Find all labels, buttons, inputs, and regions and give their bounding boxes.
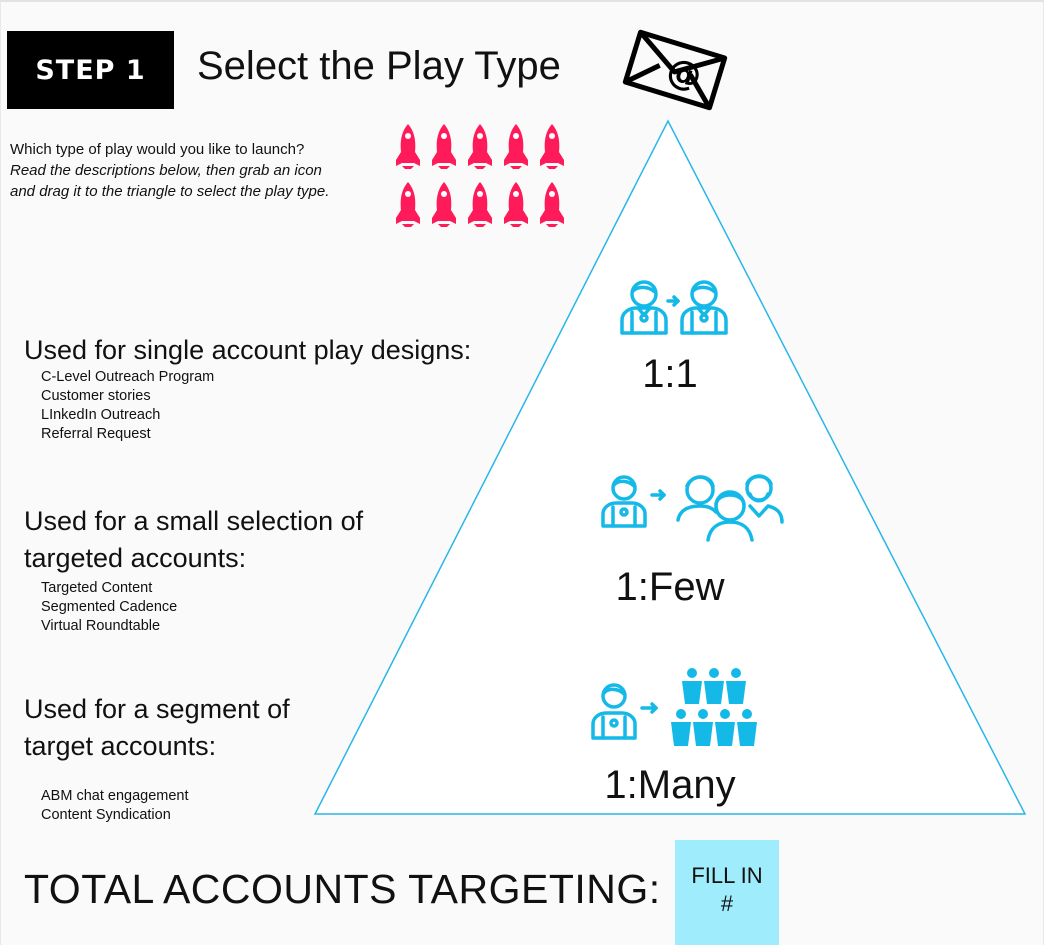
one-to-one-people-icon (620, 280, 728, 335)
tier-label-one-to-many: 1:Many (604, 763, 736, 807)
rocket-icon[interactable] (467, 122, 493, 170)
rocket-icon[interactable] (539, 122, 565, 170)
rocket-icon[interactable] (395, 180, 421, 228)
rocket-icon[interactable] (431, 122, 457, 170)
intro-instruction-2: and drag it to the triangle to select th… (10, 183, 330, 200)
tier-label-one-to-few: 1:Few (615, 565, 725, 609)
list-item: Customer stories (41, 388, 151, 404)
intro-instruction-1: Read the descriptions below, then grab a… (10, 162, 322, 179)
rocket-icon[interactable] (503, 180, 529, 228)
step-label: STEP 1 (35, 54, 146, 86)
total-accounts-input[interactable]: FILL IN # (675, 840, 779, 945)
section-heading-line: Used for a segment of (24, 694, 290, 724)
section-heading-line: targeted accounts: (24, 543, 247, 573)
list-item: Referral Request (41, 426, 151, 442)
section-heading-line: Used for single account play designs: (24, 335, 472, 365)
one-to-many-people-icon (591, 668, 757, 746)
rocket-icon[interactable] (431, 180, 457, 228)
tier-label-one-to-one: 1:1 (642, 352, 698, 396)
fill-in-placeholder: FILL IN (691, 863, 763, 888)
rocket-icon[interactable] (395, 122, 421, 170)
intro-question: Which type of play would you like to lau… (10, 141, 305, 158)
section-list-one-to-many: ABM chat engagement Content Syndication (41, 787, 189, 825)
list-item: LInkedIn Outreach (41, 407, 161, 423)
page-title: Select the Play Type (197, 44, 561, 88)
section-heading-line: Used for a small selection of (24, 506, 364, 536)
section-heading-one-to-few: Used for a small selection of targeted a… (24, 503, 363, 577)
intro-text: Which type of play would you like to lau… (10, 139, 329, 202)
list-item: Segmented Cadence (41, 599, 178, 615)
list-item: Targeted Content (41, 580, 153, 596)
rocket-icon[interactable] (467, 180, 493, 228)
list-item: C-Level Outreach Program (41, 369, 215, 385)
step-badge: STEP 1 (7, 31, 174, 109)
section-heading-one-to-one: Used for single account play designs: (24, 332, 471, 369)
rocket-icon[interactable] (503, 122, 529, 170)
email-at-envelope-icon: @ (622, 29, 728, 111)
one-to-few-people-icon (601, 474, 784, 542)
section-list-one-to-one: C-Level Outreach Program Customer storie… (41, 368, 214, 444)
total-accounts-label: TOTAL ACCOUNTS TARGETING: (24, 866, 661, 912)
list-item: Content Syndication (41, 807, 171, 823)
section-list-one-to-few: Targeted Content Segmented Cadence Virtu… (41, 579, 177, 636)
rocket-icon-palette (395, 122, 575, 228)
fill-in-hash: # (720, 891, 734, 916)
section-heading-line: target accounts: (24, 731, 217, 761)
list-item: Virtual Roundtable (41, 618, 161, 634)
section-heading-one-to-many: Used for a segment of target accounts: (24, 691, 290, 765)
list-item: ABM chat engagement (41, 788, 189, 804)
rocket-icon[interactable] (539, 180, 565, 228)
